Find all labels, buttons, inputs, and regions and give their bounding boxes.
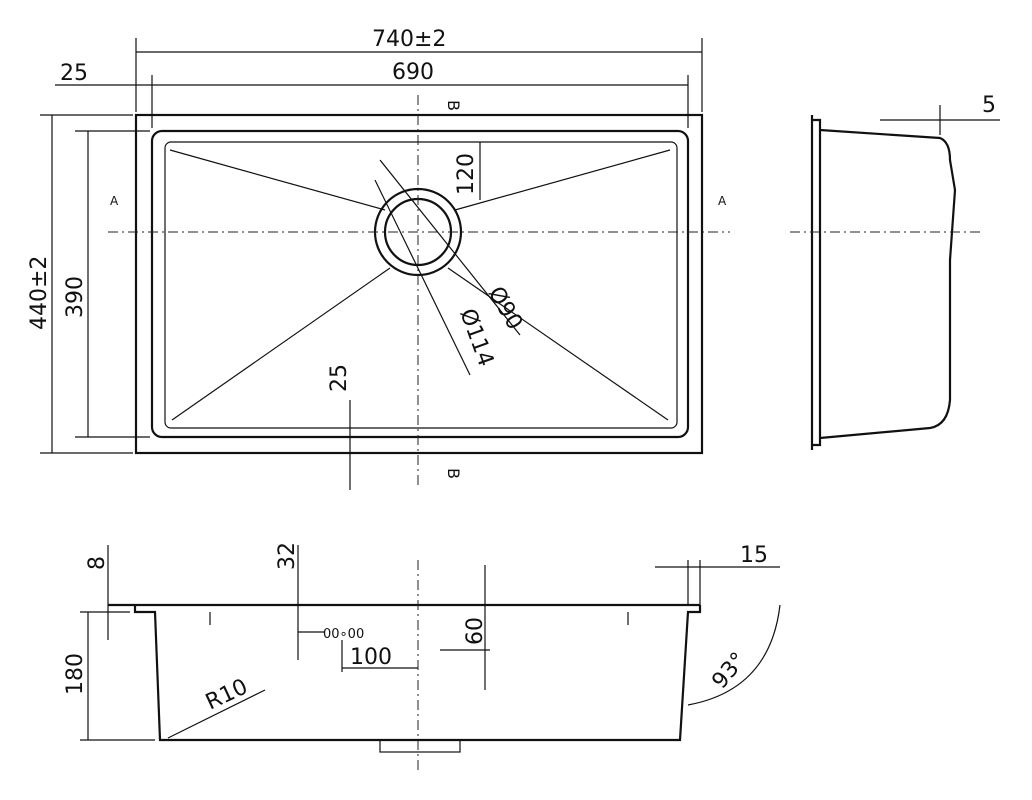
dim-overall-width: 740±2 — [372, 27, 446, 52]
section-b-top: B — [444, 100, 463, 111]
section-view: 8 180 32 00∘00 100 60 15 R10 93° — [63, 542, 781, 770]
dim-flange: 25 — [60, 61, 88, 86]
dim-drain-offset: 120 — [454, 153, 479, 195]
section-b-bottom: B — [444, 468, 463, 479]
dim-rim-thickness: 8 — [85, 556, 110, 570]
dim-overflow-height: 32 — [275, 542, 300, 570]
dim-depth: 180 — [63, 653, 88, 695]
side-profile — [810, 115, 957, 450]
dim-side-rim: 5 — [982, 93, 996, 118]
overflow-symbol: 00∘00 — [323, 627, 364, 642]
dim-inner-width: 690 — [392, 60, 434, 85]
dim-drain-inner: Ø90 — [483, 283, 527, 335]
dim-overflow-offset: 100 — [350, 645, 392, 670]
sink-outline — [134, 113, 704, 455]
section-a-left: A — [110, 194, 119, 208]
bowl-rim — [150, 129, 690, 439]
bowl-floor — [164, 141, 678, 429]
dim-angle: 93° — [707, 648, 751, 694]
top-view: 740±2 690 25 440±2 390 120 Ø90 Ø114 25 A… — [27, 27, 730, 490]
section-a-right: A — [718, 194, 727, 208]
dim-overall-depth: 440±2 — [27, 256, 52, 330]
dim-drain-outer: Ø114 — [454, 306, 498, 370]
side-view: 5 — [790, 93, 1000, 450]
dim-rim-width: 15 — [740, 543, 768, 568]
dim-front-flange: 25 — [327, 364, 352, 392]
dim-drain-height: 60 — [463, 617, 488, 645]
dim-inner-depth: 390 — [63, 276, 88, 318]
